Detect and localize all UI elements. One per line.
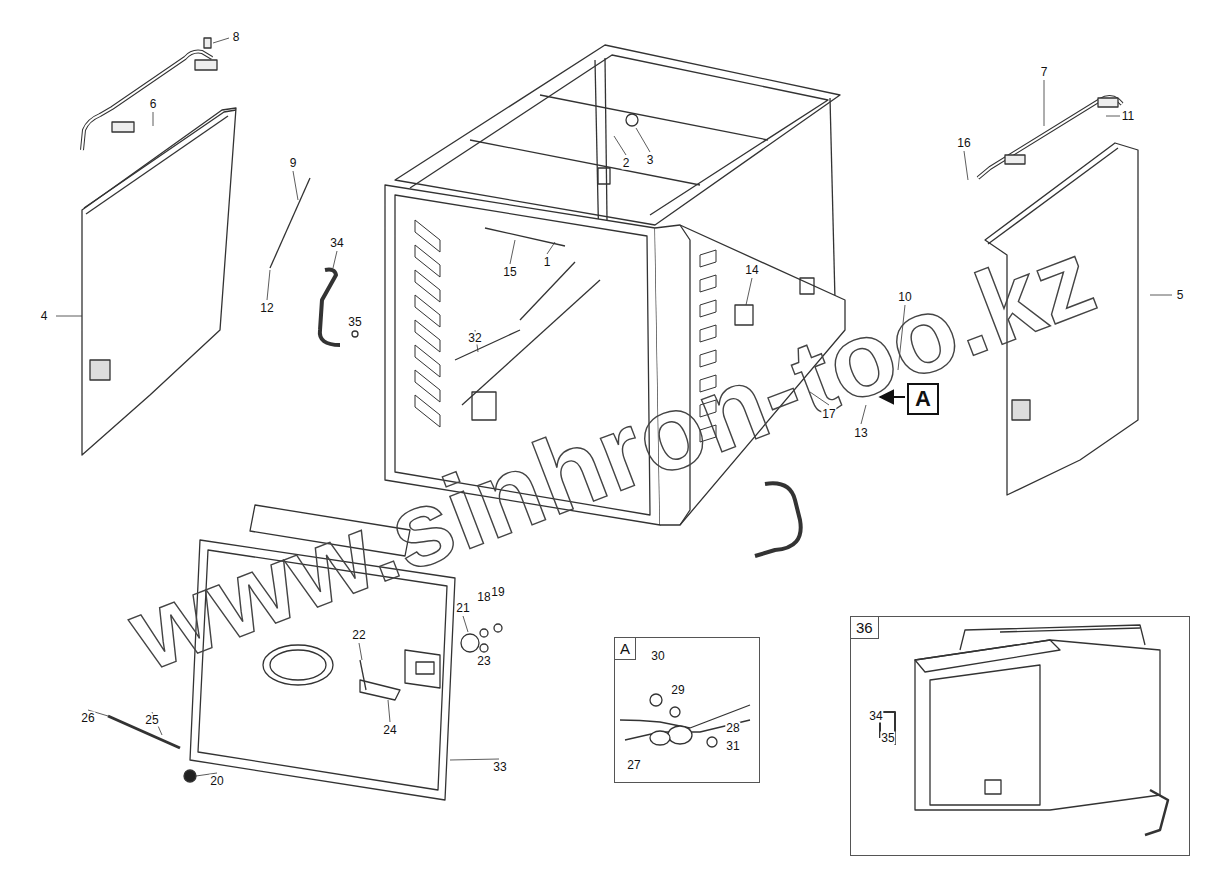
callout-number: 10 [897,291,912,304]
callout-number: 8 [232,31,241,44]
callout-number: 20 [209,775,224,788]
callout-number: 16 [956,137,971,150]
callout-number: 35 [347,316,362,329]
callout-number: 31 [725,740,740,753]
callout-number: 12 [259,302,274,315]
callout-number: 11 [1121,110,1135,123]
callout-number: 28 [725,722,740,735]
callout-number: 19 [490,586,505,599]
callout-number: 34 [868,710,883,723]
callout-number: 27 [626,759,641,772]
watermark: www.sinhron-too.kz [114,216,1111,695]
callout-number: 5 [1176,289,1185,302]
callout-number: 9 [289,157,298,170]
assembly-inset-box: 36 [850,616,1190,856]
callout-number: 14 [744,264,759,277]
callout-number: 17 [821,408,836,421]
callout-number: 34 [329,237,344,250]
callout-number: 21 [455,602,470,615]
callout-number: 26 [80,712,95,725]
callout-number: 7 [1040,66,1049,79]
callout-number: 32 [467,332,482,345]
view-tag: A [615,638,636,660]
callout-number: 3 [646,154,655,167]
callout-number: 4 [40,310,49,323]
callout-number: 23 [476,655,491,668]
callout-number: 22 [351,629,366,642]
callout-number: 13 [853,427,868,440]
callout-number: 6 [149,98,158,111]
callout-number: 29 [670,684,685,697]
callout-number: 1 [543,256,552,269]
callout-number: 33 [492,761,507,774]
callout-number: 2 [622,157,631,170]
view-tag: 36 [851,617,879,639]
callout-number: 24 [382,724,397,737]
callout-number: 25 [144,714,159,727]
callout-number: 30 [650,650,665,663]
callout-number: 35 [880,732,895,745]
callout-number: 15 [502,266,517,279]
